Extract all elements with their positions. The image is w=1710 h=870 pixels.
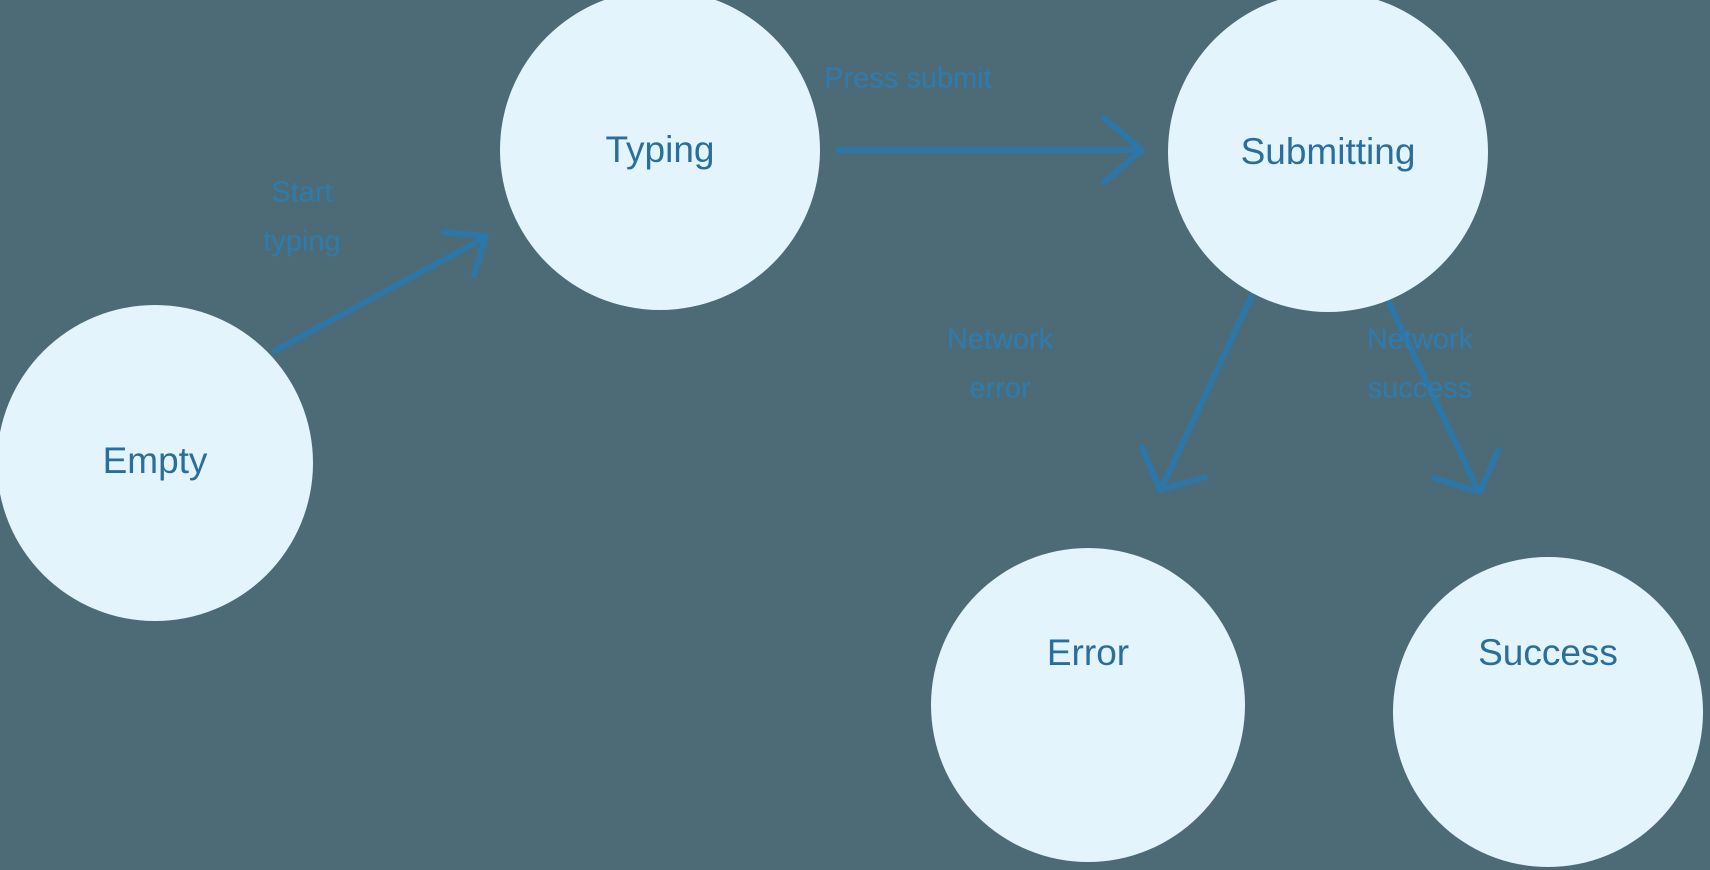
edge-line-submitting-to-success bbox=[1381, 289, 1481, 493]
arrowhead-empty-to-typing bbox=[441, 229, 489, 278]
arrowhead-submitting-to-success bbox=[1431, 447, 1501, 495]
edge-line-submitting-to-error bbox=[1159, 290, 1256, 490]
edge-label-network-error-line-2: error bbox=[969, 373, 1031, 405]
edge-label-submitting-to-success: Network success bbox=[1367, 324, 1474, 405]
node-empty[interactable]: Empty bbox=[0, 305, 313, 621]
node-success[interactable]: Success bbox=[1393, 557, 1703, 867]
edge-label-submitting-to-error: Network error bbox=[947, 324, 1054, 405]
arrowhead-submitting-to-error bbox=[1139, 444, 1208, 493]
node-typing-label: Typing bbox=[605, 129, 714, 170]
edge-submitting-to-success[interactable] bbox=[1381, 289, 1501, 495]
edge-label-press-submit-line-1: Press submit bbox=[824, 63, 992, 95]
node-error-circle bbox=[931, 548, 1245, 862]
edge-empty-to-typing[interactable] bbox=[271, 229, 489, 354]
edge-label-empty-to-typing: Start typing bbox=[263, 177, 340, 258]
node-typing[interactable]: Typing bbox=[500, 0, 820, 310]
node-empty-label: Empty bbox=[103, 440, 208, 481]
edge-line-empty-to-typing bbox=[271, 235, 487, 354]
node-success-label: Success bbox=[1478, 632, 1618, 673]
arrowhead-typing-to-submitting bbox=[1101, 115, 1145, 185]
edge-label-network-success-line-1: Network bbox=[1367, 324, 1474, 356]
node-submitting-circle bbox=[1168, 0, 1488, 312]
node-error-label: Error bbox=[1047, 632, 1129, 673]
node-success-circle bbox=[1393, 557, 1703, 867]
edge-label-start-typing-line-2: typing bbox=[263, 226, 340, 258]
edge-label-typing-to-submitting: Press submit bbox=[824, 63, 992, 95]
edge-label-start-typing-line-1: Start bbox=[271, 177, 332, 209]
edge-label-network-success-line-2: success bbox=[1368, 373, 1473, 405]
edge-label-network-error-line-1: Network bbox=[947, 324, 1054, 356]
edge-submitting-to-error[interactable] bbox=[1139, 290, 1256, 493]
node-submitting[interactable]: Submitting bbox=[1168, 0, 1488, 312]
node-error[interactable]: Error bbox=[931, 548, 1245, 862]
node-typing-circle bbox=[500, 0, 820, 310]
edge-typing-to-submitting[interactable] bbox=[835, 115, 1145, 185]
node-empty-circle bbox=[0, 305, 313, 621]
node-submitting-label: Submitting bbox=[1241, 131, 1416, 172]
